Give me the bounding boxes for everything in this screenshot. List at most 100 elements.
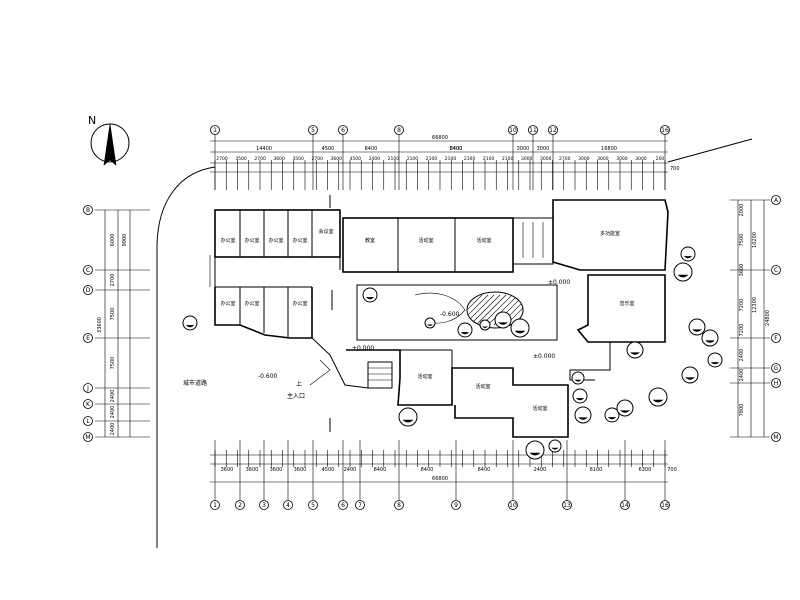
top-dim-sub: 3000 — [540, 156, 552, 162]
top-dim-sub: 3500 — [292, 156, 304, 162]
tree-icon — [457, 322, 473, 338]
tree-icon — [688, 318, 706, 336]
top-axis-5: 5 — [308, 125, 318, 135]
left-axis-E-label: E — [86, 335, 90, 342]
tree-icon — [616, 399, 634, 417]
bottom-overall-dim: 66800 — [432, 476, 448, 482]
lawn-oval — [414, 291, 524, 329]
tree-icon — [479, 319, 491, 331]
left-axis-L-label: L — [86, 418, 90, 425]
bottom-axis-9: 9 — [451, 500, 461, 510]
room-label: 活动室 — [418, 237, 433, 244]
room-label: 音乐室 — [619, 300, 634, 307]
room-label: 会议室 — [318, 228, 333, 235]
bottom-axis-1-label: 1 — [213, 502, 217, 509]
top-dim-sub: 3500 — [235, 156, 247, 162]
left-axis-C: C — [83, 265, 93, 275]
top-dim-sub: 2100 — [464, 156, 476, 162]
bottom-axis-10-label: 10 — [509, 502, 517, 509]
room-label: 办公室 — [244, 237, 259, 244]
left-axis-K: K — [83, 399, 93, 409]
right-axis-F: F — [771, 333, 781, 343]
site-boundary — [156, 138, 753, 548]
top-axis-8: 8 — [394, 125, 404, 135]
bottom-dim-seg: 4500 — [322, 467, 335, 473]
bottom-dim-seg: 2400 — [534, 467, 547, 473]
right-axis-A-label: A — [774, 197, 779, 204]
top-dim-sub: 2100 — [426, 156, 438, 162]
top-axis-11: 11 — [528, 125, 538, 135]
left-dim: 9900 — [122, 234, 128, 247]
arrow-up-label: 上 — [296, 380, 302, 388]
right-axis-C: C — [771, 265, 781, 275]
room-label: 办公室 — [292, 237, 307, 244]
tree-icon — [398, 407, 418, 427]
tree-icon — [574, 406, 592, 424]
top-axis-11-label: 11 — [529, 127, 537, 134]
bottom-dim-seg: 3600 — [270, 467, 283, 473]
top-axis-8-label: 8 — [397, 127, 401, 134]
left-dim: 2400 — [110, 406, 116, 419]
bottom-dim-seg: 3600 — [221, 467, 234, 473]
right-dim: 10200 — [752, 232, 758, 248]
tree-icon — [626, 341, 644, 359]
left-axis-C-label: C — [86, 267, 90, 274]
building-outline — [209, 199, 669, 438]
room-label: 办公室 — [244, 300, 259, 307]
bottom-dim-seg: 2400 — [344, 467, 357, 473]
tree-icon — [525, 440, 545, 460]
elevation-3: ±0.000 — [352, 345, 374, 352]
right-axis-A: A — [771, 195, 781, 205]
bottom-dim-seg: 8400 — [478, 467, 491, 473]
right-axis-M-label: M — [773, 434, 778, 441]
top-dim-sub: 2700 — [216, 156, 228, 162]
top-axis-12-label: 12 — [549, 127, 557, 134]
tree-icon — [572, 388, 588, 404]
bottom-dim-seg: 700 — [667, 467, 677, 473]
room-label: 办公室 — [220, 237, 235, 244]
bottom-axis-5-label: 5 — [311, 502, 315, 509]
top-axis-16-label: 16 — [661, 127, 669, 134]
top-dim-sub: 2100 — [388, 156, 400, 162]
top-axis-6-label: 6 — [341, 127, 345, 134]
bottom-dim-seg: 8100 — [590, 467, 603, 473]
top-dim-sub: 3000 — [635, 156, 647, 162]
left-axis-L: L — [83, 416, 93, 426]
left-axis-M-label: M — [85, 434, 90, 441]
top-axis-5-label: 5 — [311, 127, 315, 134]
top-dim-seg: 4500 — [322, 146, 335, 152]
right-axis-C-label: C — [774, 267, 778, 274]
room-label: 多功能室 — [600, 230, 620, 237]
right-dim: 7800 — [739, 404, 745, 417]
room-label: 活动室 — [475, 383, 490, 390]
left-dim: 7500 — [110, 357, 116, 370]
trees — [182, 246, 723, 460]
top-axis-1: 1 — [210, 125, 220, 135]
bottom-dim-seg: 8400 — [421, 467, 434, 473]
bottom-axis-16: 16 — [660, 500, 670, 510]
top-dim-sub: 3600 — [273, 156, 285, 162]
north-arrow-icon: N — [88, 114, 130, 166]
bottom-axis-4-label: 4 — [286, 502, 290, 509]
bottom-dim-seg: 8400 — [374, 467, 387, 473]
bottom-axis-9-label: 9 — [454, 502, 458, 509]
right-axis-G: G — [771, 363, 781, 373]
room-label: 活动室 — [532, 405, 547, 412]
bottom-axis-3-label: 3 — [262, 502, 266, 509]
top-axis-10-label: 10 — [509, 127, 517, 134]
top-dim-sub: 4500 — [350, 156, 362, 162]
top-dim-sub: 3000 — [521, 156, 533, 162]
left-dim: 33600 — [97, 317, 103, 333]
left-axis-D-label: D — [86, 287, 91, 294]
bottom-axis-14: 14 — [620, 500, 630, 510]
bottom-axis-5: 5 — [308, 500, 318, 510]
room-label: 办公室 — [292, 300, 307, 307]
left-dim: 6000 — [110, 234, 116, 247]
top-dim-sub: 2700 — [311, 156, 323, 162]
bottom-axis-13-label: 13 — [563, 502, 571, 509]
main-entrance-label: 主入口 — [287, 392, 305, 400]
left-axis-M: M — [83, 432, 93, 442]
bottom-axis-2: 2 — [235, 500, 245, 510]
